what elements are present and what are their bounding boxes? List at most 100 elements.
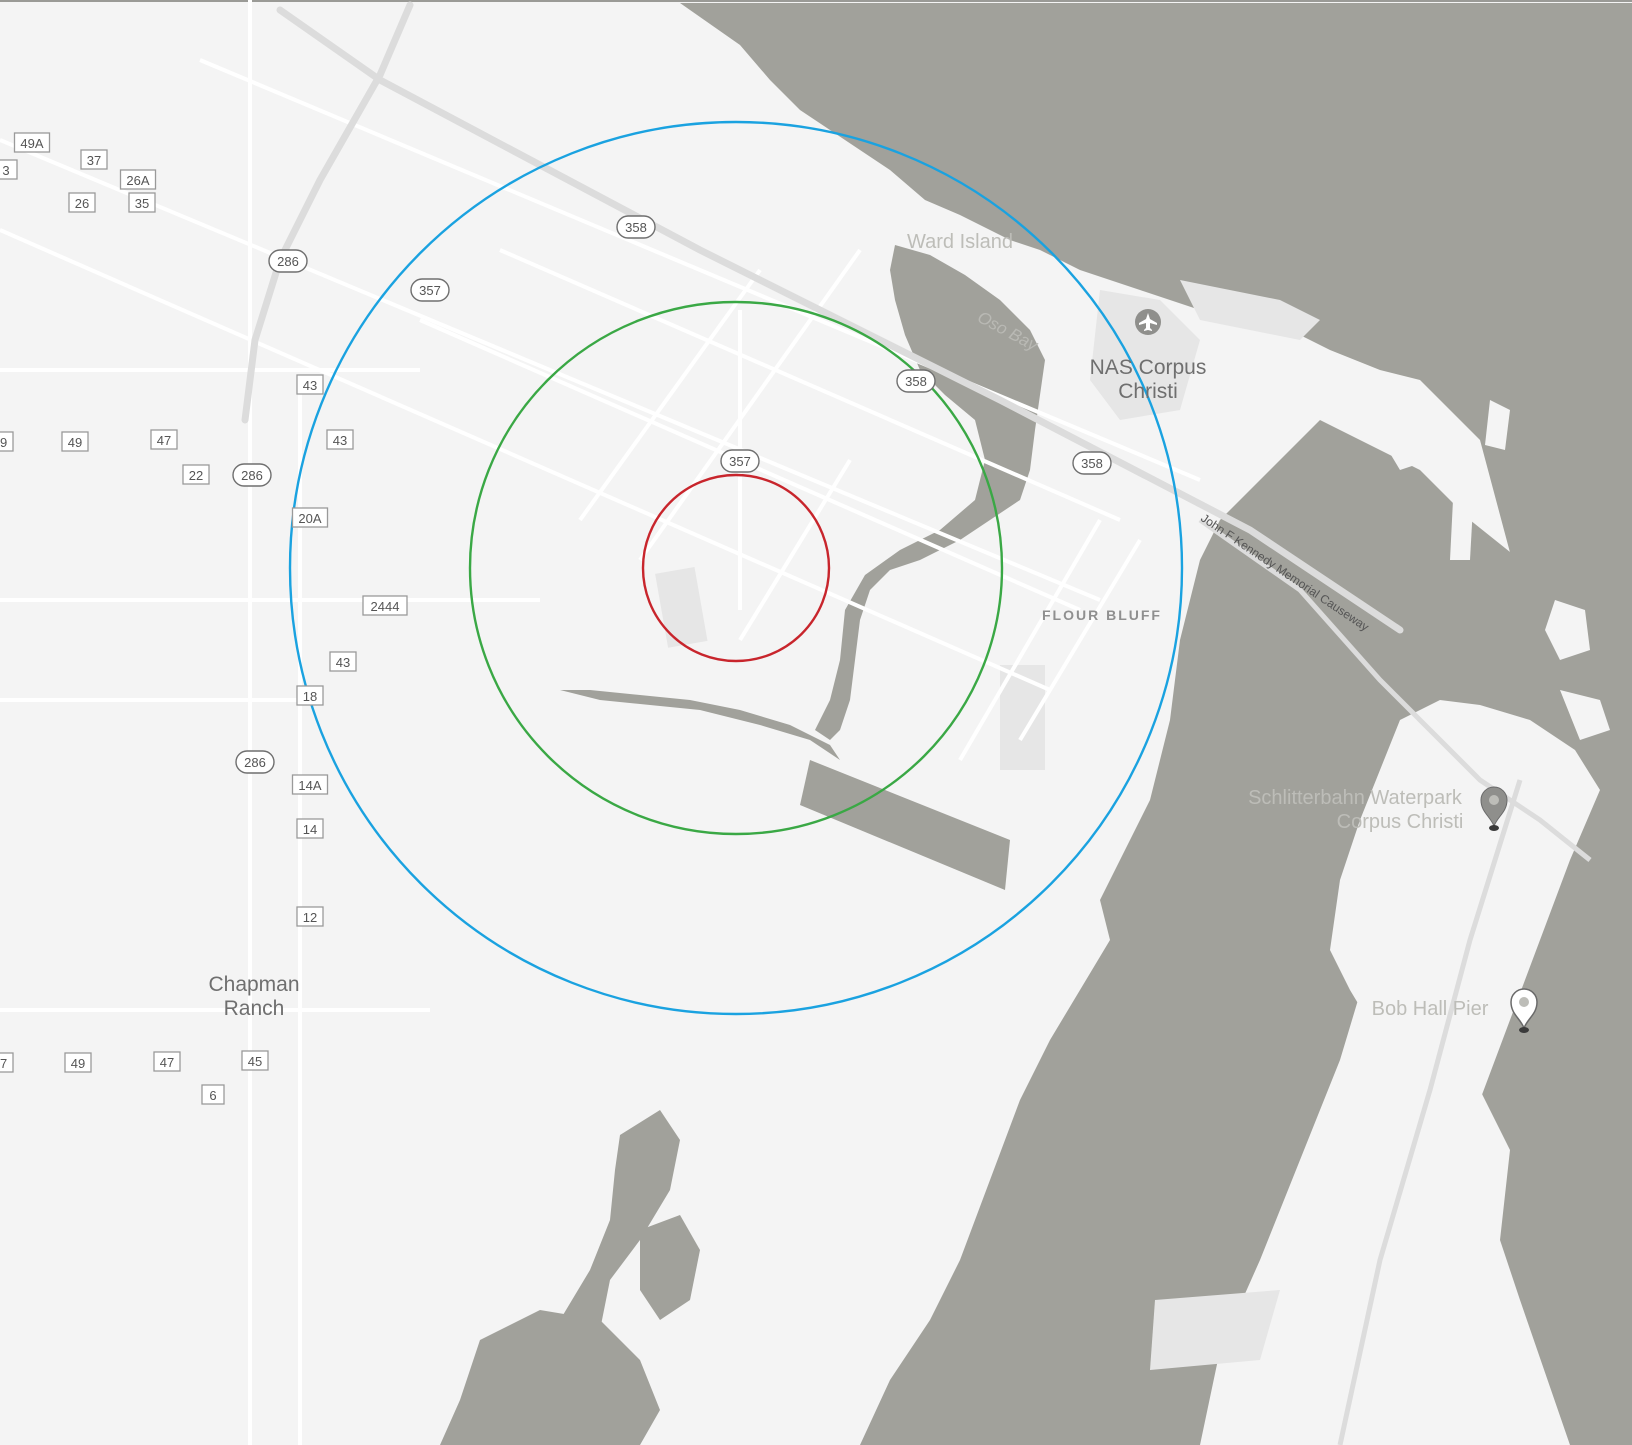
ring-outer: [288, 120, 1184, 1016]
svg-text:49: 49: [68, 435, 82, 450]
water-bodies: [440, 3, 1632, 1445]
causeway: [1198, 517, 1592, 1445]
svg-text:18: 18: [303, 689, 317, 704]
road: [958, 518, 1102, 762]
route-shield-45: 45: [241, 1050, 269, 1071]
parcel: [655, 566, 708, 648]
bay-island-1: [1380, 410, 1430, 470]
route-shield-oval-286: 286: [232, 463, 272, 487]
svg-text:6: 6: [209, 1088, 216, 1103]
route-shield-oval-286: 286: [268, 249, 308, 273]
svg-text:358: 358: [905, 374, 927, 389]
marsh-island-3: [640, 1215, 700, 1320]
route-shield-43: 43: [329, 651, 357, 672]
laguna-madre: [860, 420, 1632, 1445]
svg-text:43: 43: [303, 378, 317, 393]
svg-text:286: 286: [241, 468, 263, 483]
highways: [241, 1, 1404, 634]
svg-text:47: 47: [0, 1056, 7, 1071]
svg-text:22: 22: [189, 468, 203, 483]
route-shield-20A: 20A: [291, 507, 329, 528]
route-shield-43: 43: [326, 429, 354, 450]
parcels: [655, 280, 1320, 1370]
route-shield-26A: 26A: [119, 169, 157, 190]
svg-text:45: 45: [248, 1054, 262, 1069]
svg-text:357: 357: [729, 454, 751, 469]
route-shield-12: 12: [296, 906, 324, 927]
airport-icon[interactable]: [1135, 309, 1161, 335]
highway-286: [241, 1, 414, 424]
padre-island: [1225, 700, 1600, 1445]
route-shield-oval-357: 357: [720, 449, 760, 473]
route-shield-49: 49: [64, 1052, 92, 1073]
route-shield-14A: 14A: [291, 774, 329, 795]
route-shield-18: 18: [296, 685, 324, 706]
place-pin-icon[interactable]: [1510, 988, 1538, 1033]
oso-bay: [815, 245, 1045, 740]
route-shield-49A: 49A: [13, 132, 51, 153]
poi-label-schlitterbahn-1: Schlitterbahn Waterpark: [1248, 787, 1463, 809]
route-shield-oval-357: 357: [410, 278, 450, 302]
marsh-island-2: [440, 1310, 660, 1445]
route-shield-14: 14: [296, 818, 324, 839]
svg-text:49A: 49A: [20, 136, 43, 151]
parcel: [1150, 1290, 1280, 1370]
radius-rings: [288, 120, 1184, 1016]
route-shield-49: 49: [61, 431, 89, 452]
place-label-flour-bluff: FLOUR BLUFF: [1042, 607, 1162, 623]
place-label-nas-1: NAS Corpus: [1090, 356, 1207, 379]
place-pin-icon[interactable]: [1480, 786, 1508, 831]
route-shield-2444: 2444: [362, 595, 408, 616]
route-shield-oval-358: 358: [1072, 451, 1112, 475]
svg-text:357: 357: [419, 283, 441, 298]
svg-text:26A: 26A: [126, 173, 149, 188]
route-shield-43: 43: [296, 374, 324, 395]
svg-text:286: 286: [244, 755, 266, 770]
oso-creek: [560, 690, 840, 760]
marsh-island-1: [560, 1110, 680, 1360]
oval-route-shields: 358 286 357 358 286 357 358 286: [232, 215, 1112, 774]
svg-text:358: 358: [1081, 456, 1103, 471]
route-shield-35: 35: [128, 192, 156, 213]
bay-island-2: [1485, 400, 1510, 450]
route-shield-oval-286: 286: [235, 750, 275, 774]
road: [199, 58, 1201, 482]
svg-text:43: 43: [333, 433, 347, 448]
bay-island-5: [1560, 690, 1610, 740]
route-shield-3: 3: [0, 159, 18, 180]
route-shield-oval-358: 358: [896, 369, 936, 393]
svg-text:37: 37: [87, 153, 101, 168]
svg-text:49: 49: [71, 1056, 85, 1071]
svg-text:35: 35: [135, 196, 149, 211]
nas-water-strip: [800, 760, 1010, 890]
poi-label-schlitterbahn-2: Corpus Christi: [1337, 811, 1464, 833]
svg-text:3: 3: [2, 163, 9, 178]
corpus-christi-bay: [680, 3, 1632, 590]
parcel: [1180, 280, 1320, 340]
road: [1018, 538, 1142, 742]
svg-text:2444: 2444: [371, 599, 400, 614]
svg-text:43: 43: [336, 655, 350, 670]
place-label-ranch: Ranch: [224, 997, 285, 1020]
svg-text:12: 12: [303, 910, 317, 925]
parcel: [1090, 290, 1200, 420]
road: [638, 248, 862, 562]
highway-358: [276, 6, 1404, 634]
svg-text:14A: 14A: [298, 778, 321, 793]
svg-text:14: 14: [303, 822, 317, 837]
bay-island-3: [1450, 460, 1475, 560]
route-shield-47: 47: [0, 1052, 14, 1073]
bay-island-4: [1545, 600, 1590, 660]
road: [578, 268, 762, 522]
place-label-ward-island: Ward Island: [907, 231, 1013, 253]
svg-text:358: 358: [625, 220, 647, 235]
route-shield-47: 47: [150, 429, 178, 450]
causeway-road: [1198, 517, 1592, 862]
svg-text:286: 286: [277, 254, 299, 269]
road: [0, 228, 1051, 692]
poi-label-bob-hall-pier: Bob Hall Pier: [1372, 998, 1489, 1020]
route-shield-49: 49: [0, 431, 14, 452]
ring-middle: [468, 300, 1004, 836]
